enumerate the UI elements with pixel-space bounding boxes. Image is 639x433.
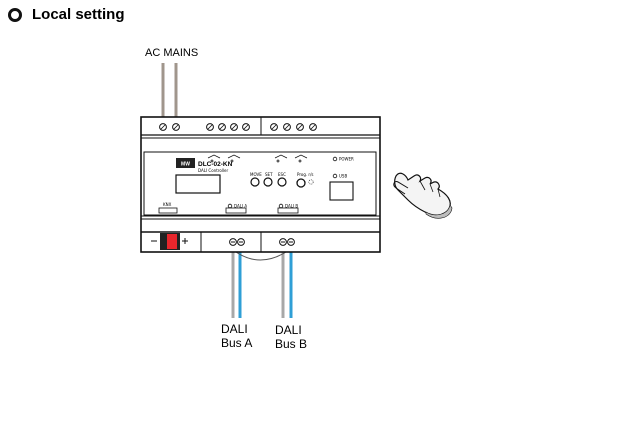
dali-bus-b-line2: Bus B: [275, 337, 308, 351]
set-button[interactable]: [263, 177, 273, 187]
section-title: Local setting: [32, 6, 125, 23]
dali-cables: [231, 251, 293, 318]
prog-label: Prog. r/s: [297, 172, 314, 177]
meanwell-logo: [176, 158, 195, 168]
usb-label: USB: [339, 174, 347, 179]
dali-a-label: DALI A: [234, 204, 247, 209]
dali-a-led: [227, 203, 233, 209]
dali-bus-b-label: DALI Bus B: [275, 323, 307, 351]
prog-led: [308, 179, 314, 185]
move-label: MOVE: [250, 172, 262, 177]
section-heading: Local setting: [8, 6, 125, 23]
pointing-hand-icon: [393, 172, 453, 219]
top-terminals: [159, 123, 317, 131]
knx-port: [158, 207, 178, 214]
usb-led: [332, 173, 338, 179]
knx-label: KNX: [163, 202, 172, 207]
ac-mains-wires: [161, 63, 178, 117]
set-label: SET: [265, 172, 273, 177]
esc-button[interactable]: [277, 177, 287, 187]
bullet-icon: [8, 7, 22, 22]
model-name: DLC-02-KN: [198, 161, 233, 168]
power-led: [332, 156, 338, 162]
logo-text: MW: [181, 162, 190, 168]
dali-bus-a-line1: DALI: [221, 322, 248, 336]
dali-bus-a-line2: Bus A: [221, 336, 253, 350]
relay-marks: [207, 154, 308, 163]
prog-knob[interactable]: [296, 178, 306, 188]
dali-b-port: [277, 207, 299, 214]
dali-bus-a-label: DALI Bus A: [221, 322, 252, 350]
esc-label: ESC: [278, 172, 286, 177]
dali-controller-device: MW DLC-02-KN DALI Controller MOVE SET ES…: [140, 116, 381, 253]
dali-a-port: [225, 207, 247, 214]
dali-bus-b-line1: DALI: [275, 323, 302, 337]
dali-b-label: DALI B: [285, 204, 298, 209]
dali-output-terminals: [229, 238, 295, 246]
lcd-display: [175, 174, 221, 194]
model-subtitle: DALI Controller: [198, 168, 228, 173]
bottom-connector: [151, 233, 188, 250]
power-label: POWER: [339, 157, 354, 162]
dali-b-led: [278, 203, 284, 209]
move-button[interactable]: [250, 177, 260, 187]
ac-mains-label: AC MAINS: [145, 47, 199, 59]
usb-port[interactable]: [329, 181, 354, 201]
